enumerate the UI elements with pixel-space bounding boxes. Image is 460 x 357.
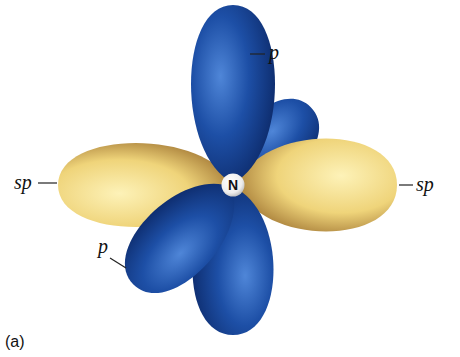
atom-nucleus: N (221, 173, 245, 197)
orbital-label: sp (14, 172, 32, 192)
orbital-label: p (98, 236, 108, 256)
leader-line (110, 258, 126, 268)
orbital-label: p (269, 42, 279, 62)
atom-symbol: N (228, 178, 238, 192)
leader-line (38, 182, 57, 183)
leader-line (399, 184, 413, 185)
panel-label: (a) (5, 334, 25, 350)
leader-line (250, 53, 265, 54)
p-lobe (107, 160, 258, 311)
nucleus-sphere (222, 174, 245, 197)
p-lobe (191, 5, 275, 183)
orbital-label: sp (416, 174, 434, 194)
